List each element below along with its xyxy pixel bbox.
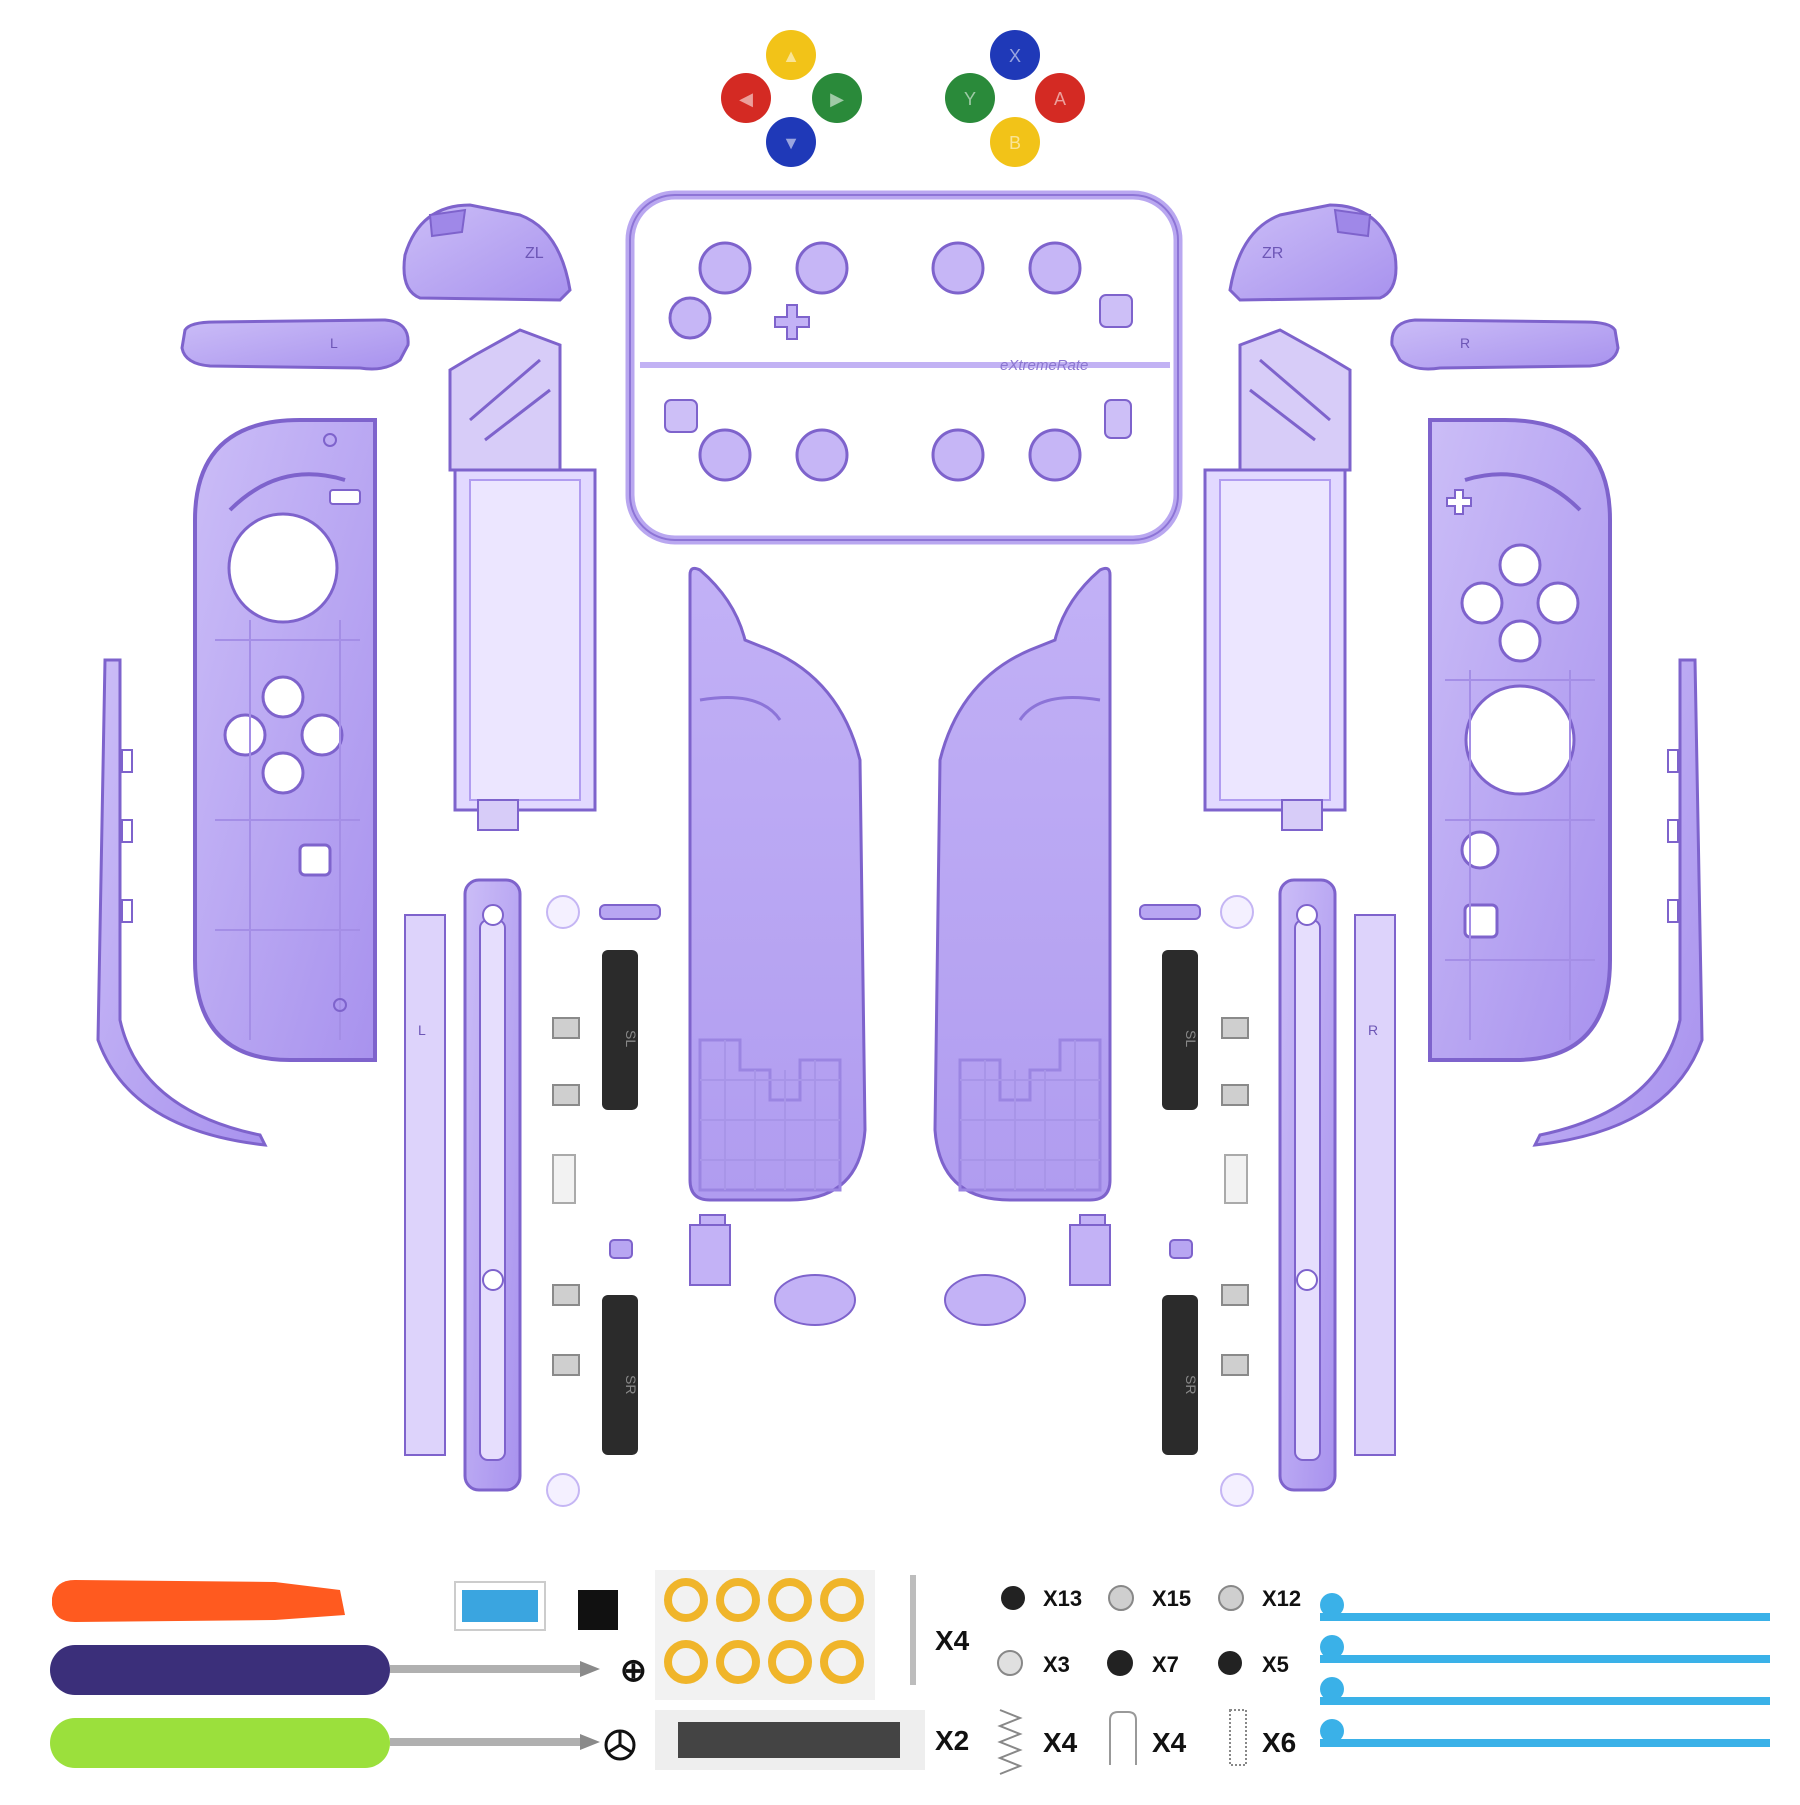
button-b-glyph: B <box>1009 133 1021 153</box>
button-b <box>990 117 1040 167</box>
sprue-button <box>795 241 849 295</box>
zl-trigger: ZL <box>402 203 572 302</box>
qty-coil-springs: X4 <box>1043 1727 1078 1758</box>
rail-r-label: R <box>1368 1022 1378 1038</box>
black-pad <box>578 1590 618 1630</box>
button-right <box>812 73 862 123</box>
qty-silver-flat: X12 <box>1262 1586 1301 1611</box>
button-y-glyph: Y <box>964 89 976 109</box>
button-a-glyph: A <box>1054 89 1066 109</box>
sr-label-right: SR <box>1183 1375 1199 1394</box>
sprue-button <box>698 241 752 295</box>
right-middle-frame <box>1203 328 1352 831</box>
l-bumper: L <box>180 318 410 371</box>
button-up-glyph: ▲ <box>782 46 800 66</box>
phillips-screwdriver <box>50 1645 600 1695</box>
sr-label-left: SR <box>623 1375 639 1394</box>
small-shell-parts <box>546 895 1254 1507</box>
left-rail-cover: L <box>404 914 446 1456</box>
pry-tool-orange <box>52 1580 345 1622</box>
left-sl-slider: SL <box>602 950 639 1110</box>
sprue-button <box>668 296 712 340</box>
sprue-button <box>795 428 849 482</box>
button-sprue: eXtremeRate <box>625 190 1183 545</box>
button-up <box>766 30 816 80</box>
ring-pad <box>716 1640 760 1684</box>
qty-black-screws-long: X5 <box>1262 1652 1289 1677</box>
metal-clips <box>552 1017 1249 1376</box>
triwing-screwdriver <box>50 1718 600 1768</box>
sprue-button <box>698 428 752 482</box>
right-sl-slider: SL <box>1162 950 1199 1110</box>
phillips-symbol: ⊕ <box>620 1652 647 1688</box>
right-side-rail-curve <box>1532 658 1704 1147</box>
qty-black-screws-large: X7 <box>1152 1652 1179 1677</box>
left-sr-slider: SR <box>602 1295 639 1455</box>
zr-label: ZR <box>1262 245 1283 262</box>
abxy-buttons-group: X Y A B <box>945 30 1085 167</box>
zl-label: ZL <box>525 245 544 262</box>
right-front-shell <box>1428 418 1612 1062</box>
right-rail-cover: R <box>1354 914 1396 1456</box>
right-sr-slider: SR <box>1162 1295 1199 1455</box>
button-a <box>1035 73 1085 123</box>
dpad-buttons-group: ▲ ◀ ▶ ▼ <box>721 30 862 167</box>
ring-pad <box>820 1578 864 1622</box>
foam-qty: X2 <box>935 1725 969 1756</box>
sl-label-left: SL <box>623 1030 639 1047</box>
r-bumper: R <box>1390 318 1620 371</box>
left-slider-rail <box>463 878 522 1492</box>
qty-small-springs: X6 <box>1262 1727 1296 1758</box>
ring-pad <box>820 1640 864 1684</box>
button-down-glyph: ▼ <box>782 133 800 153</box>
qty-silver-long: X3 <box>1043 1652 1070 1677</box>
sprue-button <box>931 241 985 295</box>
sprue-button <box>1028 241 1082 295</box>
sprue-button <box>931 428 985 482</box>
qty-black-screws-small: X13 <box>1043 1586 1082 1611</box>
left-front-shell <box>193 418 377 1062</box>
screws: X13 X15 X12 X3 X7 X5 <box>997 1585 1301 1677</box>
ring-pads-sheet <box>655 1570 875 1700</box>
button-left <box>721 73 771 123</box>
ring-pad <box>768 1640 812 1684</box>
l-bumper-label: L <box>330 335 338 351</box>
zr-trigger: ZR <box>1228 203 1398 302</box>
button-down <box>766 117 816 167</box>
ring-pad <box>664 1578 708 1622</box>
ring-pad <box>664 1640 708 1684</box>
button-x-glyph: X <box>1009 46 1021 66</box>
button-y <box>945 73 995 123</box>
foam-strip <box>655 1710 925 1770</box>
r-bumper-label: R <box>1460 335 1470 351</box>
springs: X4 X4 X6 <box>997 1709 1296 1775</box>
sprue-buttons <box>668 241 1082 482</box>
button-x <box>990 30 1040 80</box>
left-back-shell <box>688 566 867 1202</box>
ring-pad <box>768 1578 812 1622</box>
qty-silver-round: X15 <box>1152 1586 1191 1611</box>
sprue-button <box>1028 428 1082 482</box>
right-slider-rail <box>1278 878 1337 1492</box>
sprue-brand: eXtremeRate <box>1000 357 1088 374</box>
left-side-rail-curve <box>96 658 268 1147</box>
blue-tape-strip <box>454 1581 546 1631</box>
qty-wire-springs: X4 <box>1152 1727 1187 1758</box>
ring-pad <box>716 1578 760 1622</box>
button-left-glyph: ◀ <box>739 89 753 109</box>
pin-set: X4 <box>910 1575 970 1685</box>
left-middle-frame <box>448 328 597 831</box>
triwing-symbol-icon <box>604 1729 636 1761</box>
sl-label-right: SL <box>1183 1030 1199 1047</box>
rail-l-label: L <box>418 1022 426 1038</box>
blue-spudgers <box>1320 1593 1770 1747</box>
button-right-glyph: ▶ <box>830 89 844 109</box>
right-back-shell <box>933 566 1112 1202</box>
pins-qty: X4 <box>935 1625 970 1656</box>
